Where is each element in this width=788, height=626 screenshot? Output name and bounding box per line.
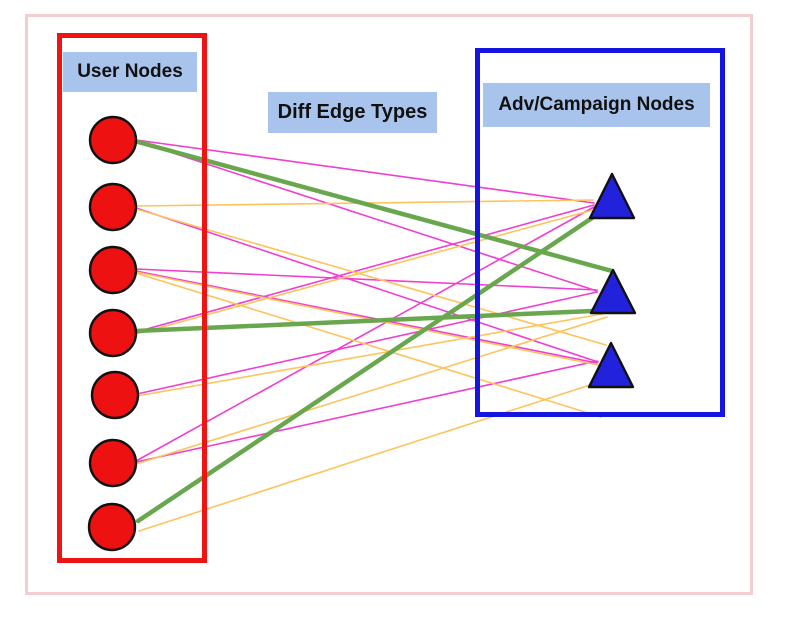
edge-magenta-U3-A3 <box>135 270 598 364</box>
edge-orange-U5-A2 <box>136 313 603 397</box>
edge-orange-U6-A2 <box>135 316 608 465</box>
user-nodes-label: User Nodes <box>63 52 197 92</box>
edge-magenta-U5-A2 <box>136 291 598 395</box>
user-node-U6 <box>88 438 138 488</box>
edge-orange-U3-A3 <box>135 271 599 366</box>
user-node-U5 <box>90 370 140 420</box>
edge-green-U7-A1 <box>135 215 595 524</box>
campaign-node-A2 <box>589 268 637 315</box>
edge-magenta-U6-A1 <box>135 206 595 462</box>
edge-magenta-U1-A1 <box>135 139 595 204</box>
edge-orange-U2-A3 <box>135 208 607 346</box>
user-node-U3 <box>88 245 138 295</box>
edge-magenta-U4-A1 <box>135 204 595 333</box>
edge-green-U4-A2 <box>133 308 595 334</box>
user-node-U7 <box>87 502 137 552</box>
diff-edge-types-label: Diff Edge Types <box>268 92 437 133</box>
edge-magenta-U3-A2 <box>135 268 598 291</box>
edge-orange-U7-A3 <box>138 384 591 532</box>
edge-green-U1-A2 <box>135 139 615 274</box>
campaign-node-A1 <box>588 172 636 220</box>
user-node-U4 <box>88 308 138 358</box>
edge-magenta-U2-A3 <box>135 207 599 363</box>
user-node-U1 <box>88 115 138 165</box>
campaign-node-A3 <box>587 341 635 389</box>
edge-orange-U4-A1 <box>135 209 594 335</box>
edge-magenta-U6-A3 <box>135 360 598 463</box>
adv-campaign-nodes-label: Adv/Campaign Nodes <box>483 83 710 127</box>
edge-orange-U3-A3 <box>135 272 602 418</box>
user-node-U2 <box>88 182 138 232</box>
